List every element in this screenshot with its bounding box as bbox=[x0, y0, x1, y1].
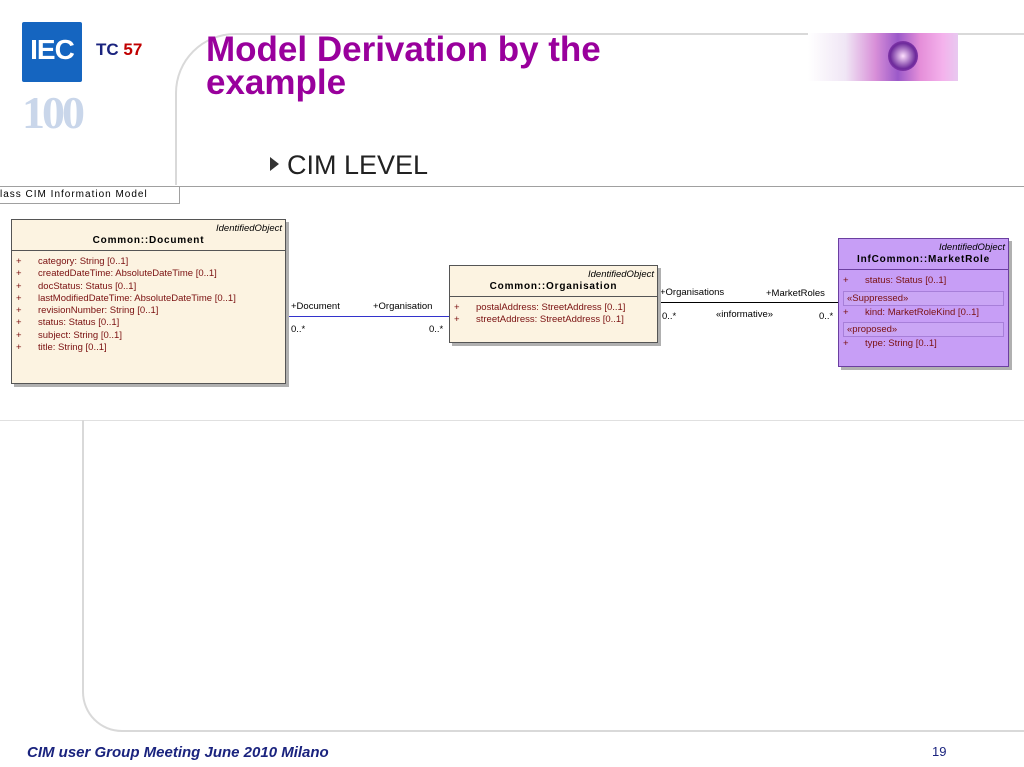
attribute-row: +postalAddress: StreetAddress [0..1] bbox=[454, 302, 626, 313]
attribute-list: +postalAddress: StreetAddress [0..1] +st… bbox=[450, 297, 657, 327]
attribute-row: +createdDateTime: AbsoluteDateTime [0..1… bbox=[16, 268, 217, 280]
diagram-tab bbox=[0, 186, 180, 204]
footer-text: CIM user Group Meeting June 2010 Milano bbox=[27, 744, 329, 761]
suppressed-section-label: «Suppressed» bbox=[843, 291, 1004, 307]
class-header: IdentifiedObject InfCommon::MarketRole bbox=[839, 239, 1008, 270]
subtitle-text: CIM LEVEL bbox=[287, 150, 429, 180]
multiplicity-document: 0..* bbox=[291, 324, 306, 335]
attribute-row: +streetAddress: StreetAddress [0..1] bbox=[454, 314, 624, 326]
class-header: IdentifiedObject Common::Document bbox=[12, 220, 285, 251]
tc-text: TC bbox=[96, 40, 119, 59]
attribute-row: +status: Status [0..1] bbox=[16, 317, 120, 329]
decorative-frame-top bbox=[175, 33, 1024, 185]
class-box-document[interactable]: IdentifiedObject Common::Document +categ… bbox=[11, 219, 286, 384]
class-box-marketrole[interactable]: IdentifiedObject InfCommon::MarketRole +… bbox=[838, 238, 1009, 367]
proposed-section-label: «proposed» bbox=[843, 321, 1004, 337]
title-line-2: example bbox=[206, 63, 347, 102]
attribute-row: +revisionNumber: String [0..1] bbox=[16, 305, 159, 317]
attribute-list: +category: String [0..1] +createdDateTim… bbox=[12, 251, 285, 354]
attribute-row: +subject: String [0..1] bbox=[16, 329, 122, 341]
class-stereotype: IdentifiedObject bbox=[938, 242, 1005, 253]
association-line-doc-org bbox=[287, 316, 449, 317]
tc-number: 57 bbox=[123, 40, 143, 59]
logo-100-mark: 100 bbox=[22, 87, 85, 138]
page-number: 19 bbox=[932, 744, 947, 759]
attribute-row: +title: String [0..1] bbox=[16, 342, 107, 354]
class-header: IdentifiedObject Common::Organisation bbox=[450, 266, 657, 297]
association-stereotype: «informative» bbox=[716, 309, 774, 320]
proposed-attribute-list: +type: String [0..1] bbox=[839, 337, 1008, 350]
suppressed-attribute-list: +kind: MarketRoleKind [0..1] bbox=[839, 306, 1008, 319]
logo-text: IEC bbox=[30, 34, 75, 65]
class-box-organisation[interactable]: IdentifiedObject Common::Organisation +p… bbox=[449, 265, 658, 343]
attribute-row: +status: Status [0..1] bbox=[843, 275, 947, 286]
multiplicity-organisation: 0..* bbox=[429, 324, 444, 335]
class-stereotype: IdentifiedObject bbox=[215, 223, 282, 234]
iec-logo: IEC bbox=[22, 22, 82, 82]
attribute-row: +kind: MarketRoleKind [0..1] bbox=[843, 307, 980, 319]
role-label-document: +Document bbox=[291, 301, 340, 312]
attribute-row: +category: String [0..1] bbox=[16, 256, 129, 267]
multiplicity-marketroles: 0..* bbox=[819, 311, 834, 322]
association-line-org-mr bbox=[658, 302, 838, 303]
class-name: Common::Organisation bbox=[489, 281, 618, 292]
decorative-frame-bottom bbox=[82, 420, 1024, 732]
role-label-organisations: +Organisations bbox=[660, 287, 725, 298]
diagram-frame bbox=[0, 186, 1024, 420]
decorative-banner-image bbox=[808, 33, 958, 81]
attribute-row: +lastModifiedDateTime: AbsoluteDateTime … bbox=[16, 292, 236, 304]
class-name: InfCommon::MarketRole bbox=[857, 254, 990, 265]
tc-label: TC 57 bbox=[96, 40, 142, 60]
role-label-organisation: +Organisation bbox=[373, 301, 433, 312]
title-line-1: Model Derivation by the bbox=[206, 30, 601, 69]
slide-title: Model Derivation by the example bbox=[206, 30, 766, 102]
decorative-divider bbox=[0, 420, 1024, 421]
attribute-list: +status: Status [0..1] bbox=[839, 270, 1008, 289]
class-stereotype: IdentifiedObject bbox=[587, 269, 654, 280]
bullet-arrow-icon bbox=[270, 157, 279, 171]
multiplicity-organisations: 0..* bbox=[662, 311, 677, 322]
bullet-subtitle: CIM LEVEL bbox=[270, 150, 428, 181]
attribute-row: +docStatus: Status [0..1] bbox=[16, 280, 137, 292]
attribute-row: +type: String [0..1] bbox=[843, 337, 937, 349]
diagram-tab-label: lass CIM Information Model bbox=[0, 189, 148, 200]
banner-circle bbox=[888, 41, 918, 71]
role-label-marketroles: +MarketRoles bbox=[766, 288, 825, 299]
class-name: Common::Document bbox=[92, 235, 205, 246]
